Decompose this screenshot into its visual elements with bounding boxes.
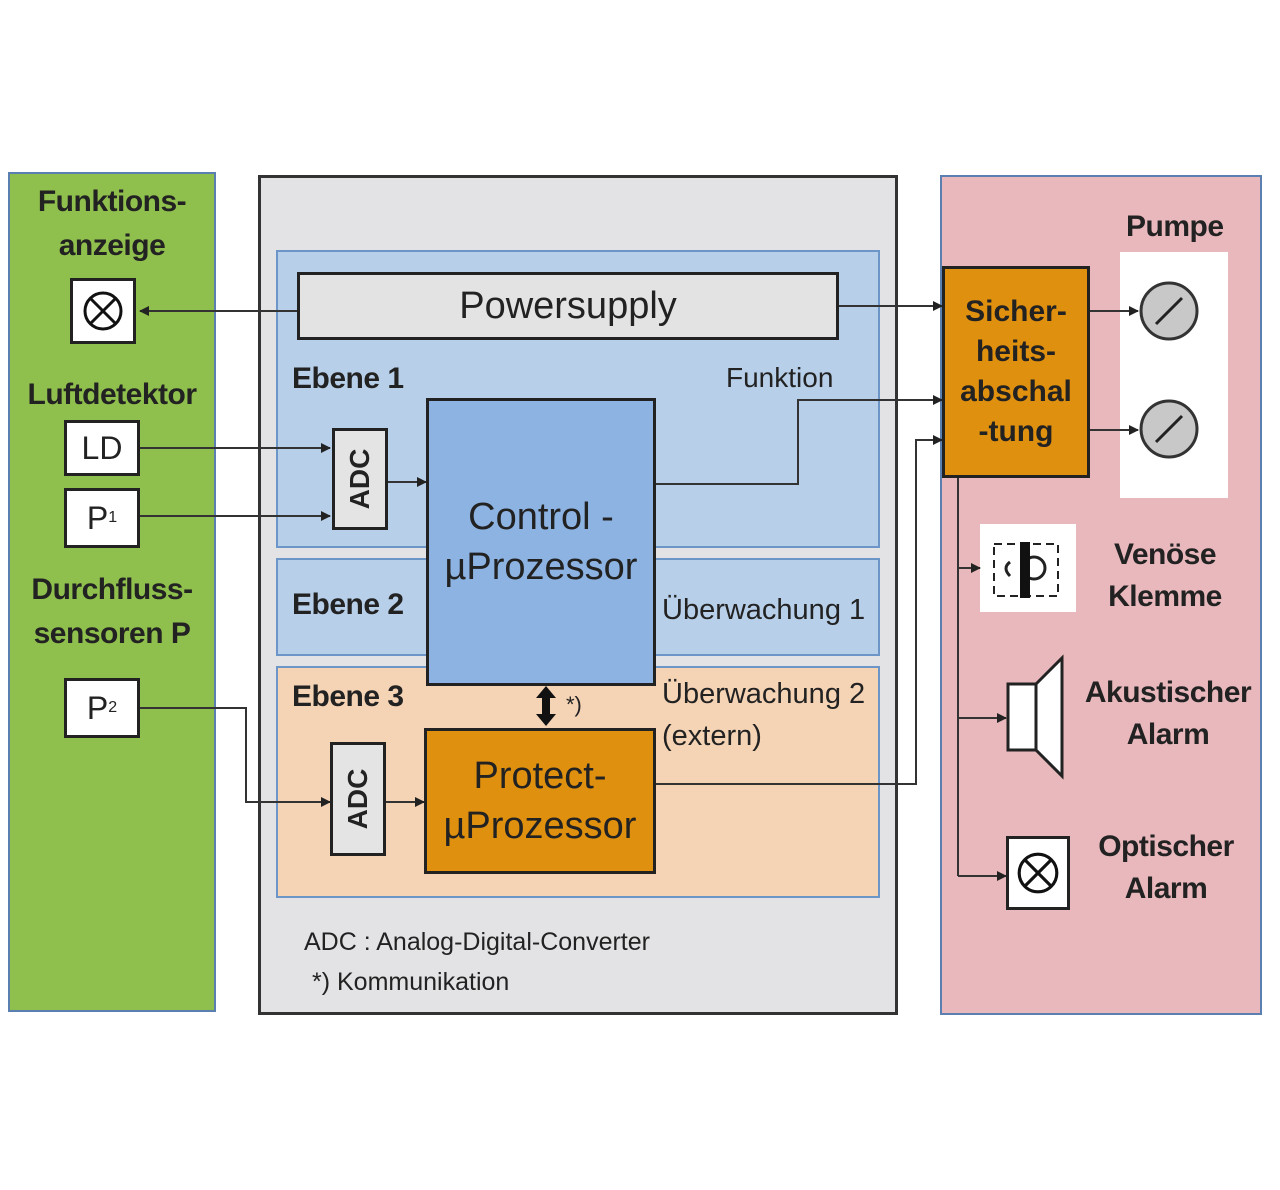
powersupply-text: Powersupply (459, 284, 677, 327)
funktionsanzeige-label: Funktions- anzeige (37, 185, 187, 262)
speaker-icon (1006, 654, 1066, 780)
control-line-1: Control - (468, 496, 614, 538)
venous-clamp-icon (988, 534, 1066, 604)
protect-line-1: Protect- (473, 755, 607, 797)
legend-adc: ADC : Analog-Digital-Converter (304, 928, 650, 956)
ueberwachung-1-label: Überwachung 1 (662, 594, 866, 626)
venoese-klemme-label: Venöse Klemme (1108, 538, 1222, 613)
powersupply-box: Powersupply (297, 272, 839, 340)
optischer-alarm-label: Optischer Alarm (1098, 830, 1234, 905)
communication-marker: *) (566, 692, 582, 717)
control-microprocessor: Control - µProzessor (426, 398, 656, 686)
funktionsanzeige-lamp-icon (70, 278, 136, 344)
p2-subscript: 2 (108, 699, 118, 716)
legend-communication: *) Kommunikation (312, 968, 510, 996)
ebene-3-label: Ebene 3 (292, 680, 404, 713)
durchfluss-label: Durchfluss- sensoren P (31, 573, 193, 650)
safety-shutdown-box: Sicher- heits- abschal -tung (942, 266, 1090, 478)
control-line-2: µProzessor (444, 546, 638, 588)
p1-subscript: 1 (108, 509, 118, 526)
pump-1-icon (1138, 280, 1200, 342)
adc-box-upper: ADC (332, 428, 388, 530)
safety-shutdown-text: Sicher- heits- abschal -tung (960, 295, 1072, 448)
adc-upper-text: ADC (344, 448, 375, 510)
ld-sensor-box: LD (64, 420, 140, 476)
optical-alarm-lamp-icon (1006, 836, 1070, 910)
extern-label: (extern) (662, 720, 762, 752)
protect-microprocessor: Protect-µProzessor (424, 728, 656, 874)
ld-sensor-text: LD (81, 429, 123, 466)
ebene-1-label: Ebene 1 (292, 362, 404, 395)
adc-lower-text: ADC (342, 768, 373, 830)
akustischer-alarm-label: Akustischer Alarm (1084, 676, 1252, 751)
funktion-label: Funktion (726, 362, 834, 393)
pump-2-icon (1138, 398, 1200, 460)
adc-box-lower: ADC (330, 742, 386, 856)
p2-sensor-text: P (86, 689, 109, 726)
luftdetektor-label: Luftdetektor (27, 378, 198, 411)
protect-line-2: µProzessor (443, 805, 637, 847)
ebene-2-label: Ebene 2 (292, 588, 404, 621)
p1-sensor-text: P (86, 499, 109, 536)
pumpe-label: Pumpe (1126, 210, 1224, 243)
ueberwachung-2-label: Überwachung 2 (662, 678, 866, 710)
